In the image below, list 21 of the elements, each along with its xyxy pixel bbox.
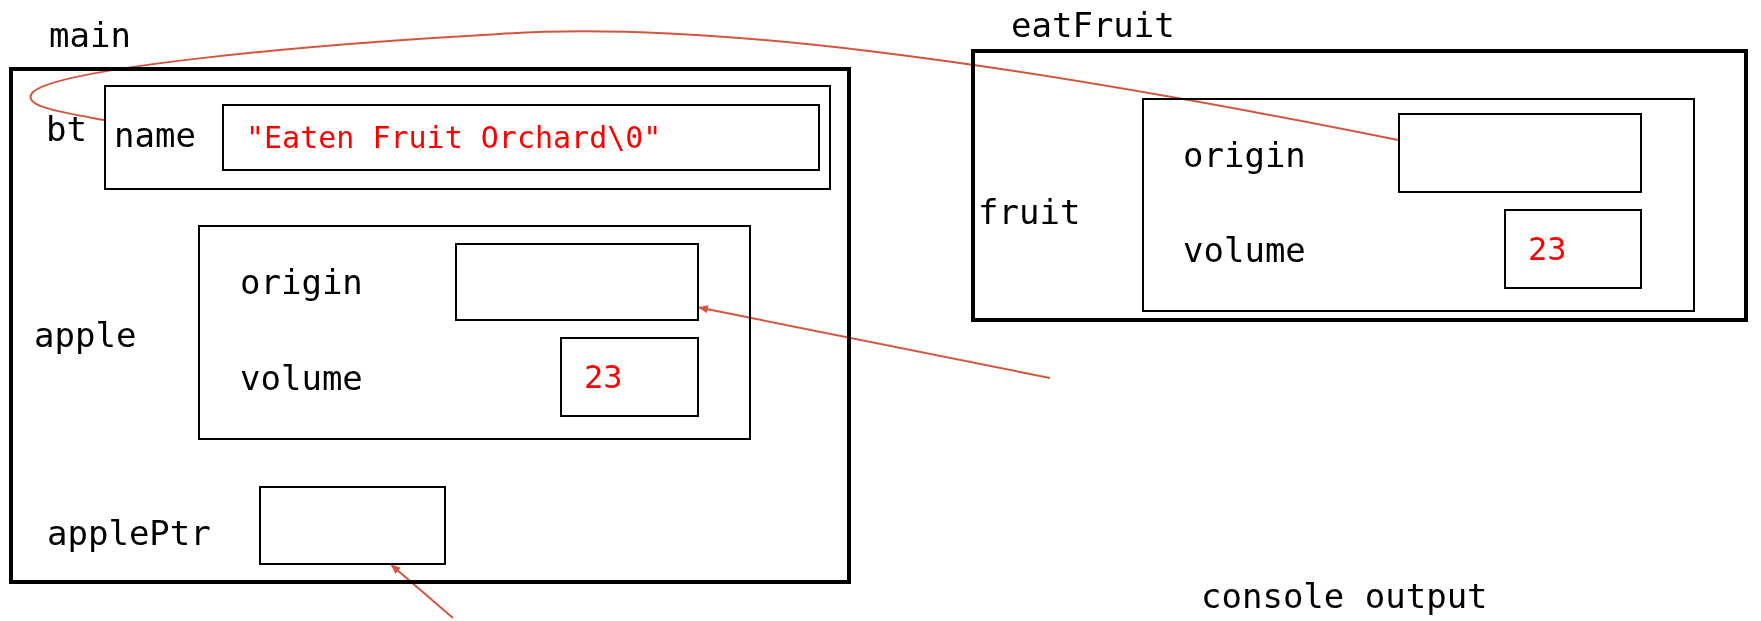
value-box [560,337,699,417]
frame-heading: fruit [978,192,1081,232]
frame-heading: apple [34,315,137,355]
field-label: applePtr [47,512,211,553]
field-label: origin [1183,135,1306,175]
pointer-arrow [390,564,454,619]
pointer-arrow [698,305,1051,379]
value-text: 23 [584,358,623,396]
value-text: 23 [1528,230,1567,268]
field-label: volume [240,358,363,398]
field-label: volume [1183,230,1306,270]
field-label: name [114,114,196,155]
frame-heading: main [49,15,131,55]
value-text: "Eaten Fruit Orchard\0" [246,118,662,157]
field-label: origin [240,262,363,302]
console-output-label: console output [1201,576,1488,616]
value-box [1504,209,1642,289]
empty-value-box [1398,113,1642,193]
frame-heading: eatFruit [1011,5,1175,45]
frame-heading: bt [46,109,87,149]
empty-value-box [455,243,699,321]
